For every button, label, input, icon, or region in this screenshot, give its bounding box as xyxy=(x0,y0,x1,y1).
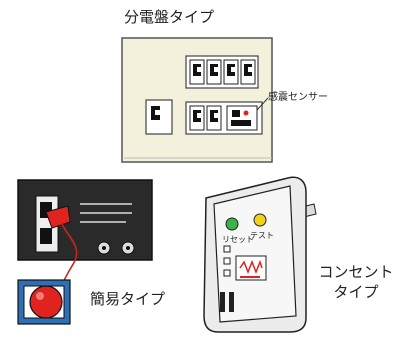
distribution-panel-icon xyxy=(121,37,273,163)
sensor-label: 感震センサー xyxy=(268,92,328,103)
simple-type-label: 簡易タイプ xyxy=(90,290,166,308)
test-label: テスト xyxy=(250,231,274,240)
seismic-sensor-icon xyxy=(226,105,258,131)
panel-type-label: 分電盤タイプ xyxy=(124,8,215,26)
outlet-type-label: コンセント タイプ xyxy=(316,262,396,302)
reset-label: リセット xyxy=(222,235,254,244)
circuit-breaker-icon xyxy=(189,59,205,85)
circuit-breaker-icon xyxy=(206,105,222,131)
circuit-breaker-icon xyxy=(223,59,239,85)
simple-seismic-device-icon xyxy=(17,179,153,325)
outlet-type-label-line1: コンセント xyxy=(318,263,394,281)
outlet-seismic-device-icon xyxy=(203,176,317,333)
main-breaker-icon xyxy=(145,99,173,135)
circuit-breaker-icon xyxy=(240,59,256,85)
circuit-breaker-icon xyxy=(206,59,222,85)
breaker-row-top xyxy=(185,55,259,89)
circuit-breaker-icon xyxy=(189,105,205,131)
breaker-row-bottom xyxy=(185,101,263,135)
outlet-type-label-line2: タイプ xyxy=(333,283,379,301)
